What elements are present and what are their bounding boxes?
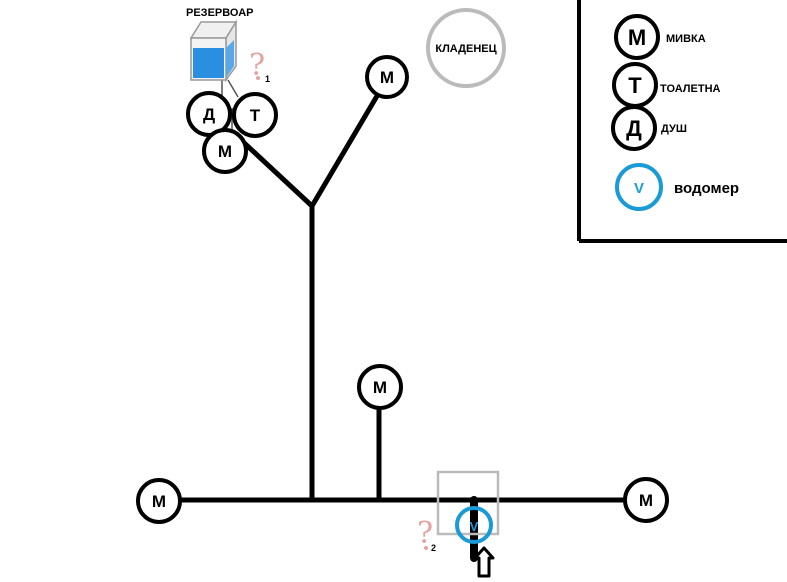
svg-text:М: М (152, 492, 166, 511)
svg-text:М: М (373, 378, 387, 397)
tank-icon (189, 19, 238, 83)
well-circle (426, 8, 506, 88)
legend-item-sink: М МИВКА (614, 14, 706, 60)
well-label: КЛАДЕНЕЦ (435, 43, 496, 55)
fixture-top-sink: М (202, 128, 248, 174)
legend-frame (577, 0, 787, 243)
svg-text:М: М (218, 142, 232, 161)
legend-item-shower: Д ДУШ (611, 105, 687, 151)
fixture-top-toilet: Т (232, 92, 278, 138)
pipes (177, 93, 626, 562)
svg-text:Т: Т (250, 106, 261, 125)
question-mark-2: ? (417, 516, 433, 551)
question-number-2: 2 (431, 543, 436, 553)
inlet-arrow-icon (473, 546, 495, 578)
legend-label: водомер (674, 180, 739, 197)
svg-text:М: М (380, 68, 394, 87)
question-mark-1: ? (249, 48, 265, 83)
fixture-left-sink: М (136, 478, 182, 524)
fixture-top-shower: Д (186, 91, 232, 137)
water-meter: V (455, 506, 493, 544)
legend-item-meter: V водомер (615, 163, 739, 211)
tank-connectors (221, 79, 239, 132)
svg-text:М: М (639, 491, 653, 510)
meter-box (436, 470, 500, 536)
tank-label: РЕЗЕРВОАР (186, 7, 253, 19)
legend-symbol: М (628, 25, 646, 50)
pipe-branch-left (238, 137, 315, 209)
svg-text:Д: Д (203, 105, 215, 124)
legend-symbol: Д (626, 116, 642, 141)
legend-symbol: Т (628, 73, 642, 98)
legend-symbol: V (634, 180, 644, 197)
fixture-right-sink: М (623, 477, 669, 523)
legend-label: ДУШ (661, 123, 687, 135)
water-meter-label: V (470, 519, 479, 534)
fixture-right-branch-sink: М (365, 55, 409, 99)
fixture-middle-sink: М (357, 364, 403, 410)
question-dot-1 (256, 76, 260, 80)
question-number-1: 1 (265, 74, 270, 84)
legend-item-toilet: Т ТОАЛЕТНА (612, 62, 721, 108)
pipe-branch-right (309, 93, 380, 209)
question-dot-2 (424, 546, 428, 550)
legend-label: ТОАЛЕТНА (660, 83, 721, 95)
legend-label: МИВКА (666, 33, 706, 45)
